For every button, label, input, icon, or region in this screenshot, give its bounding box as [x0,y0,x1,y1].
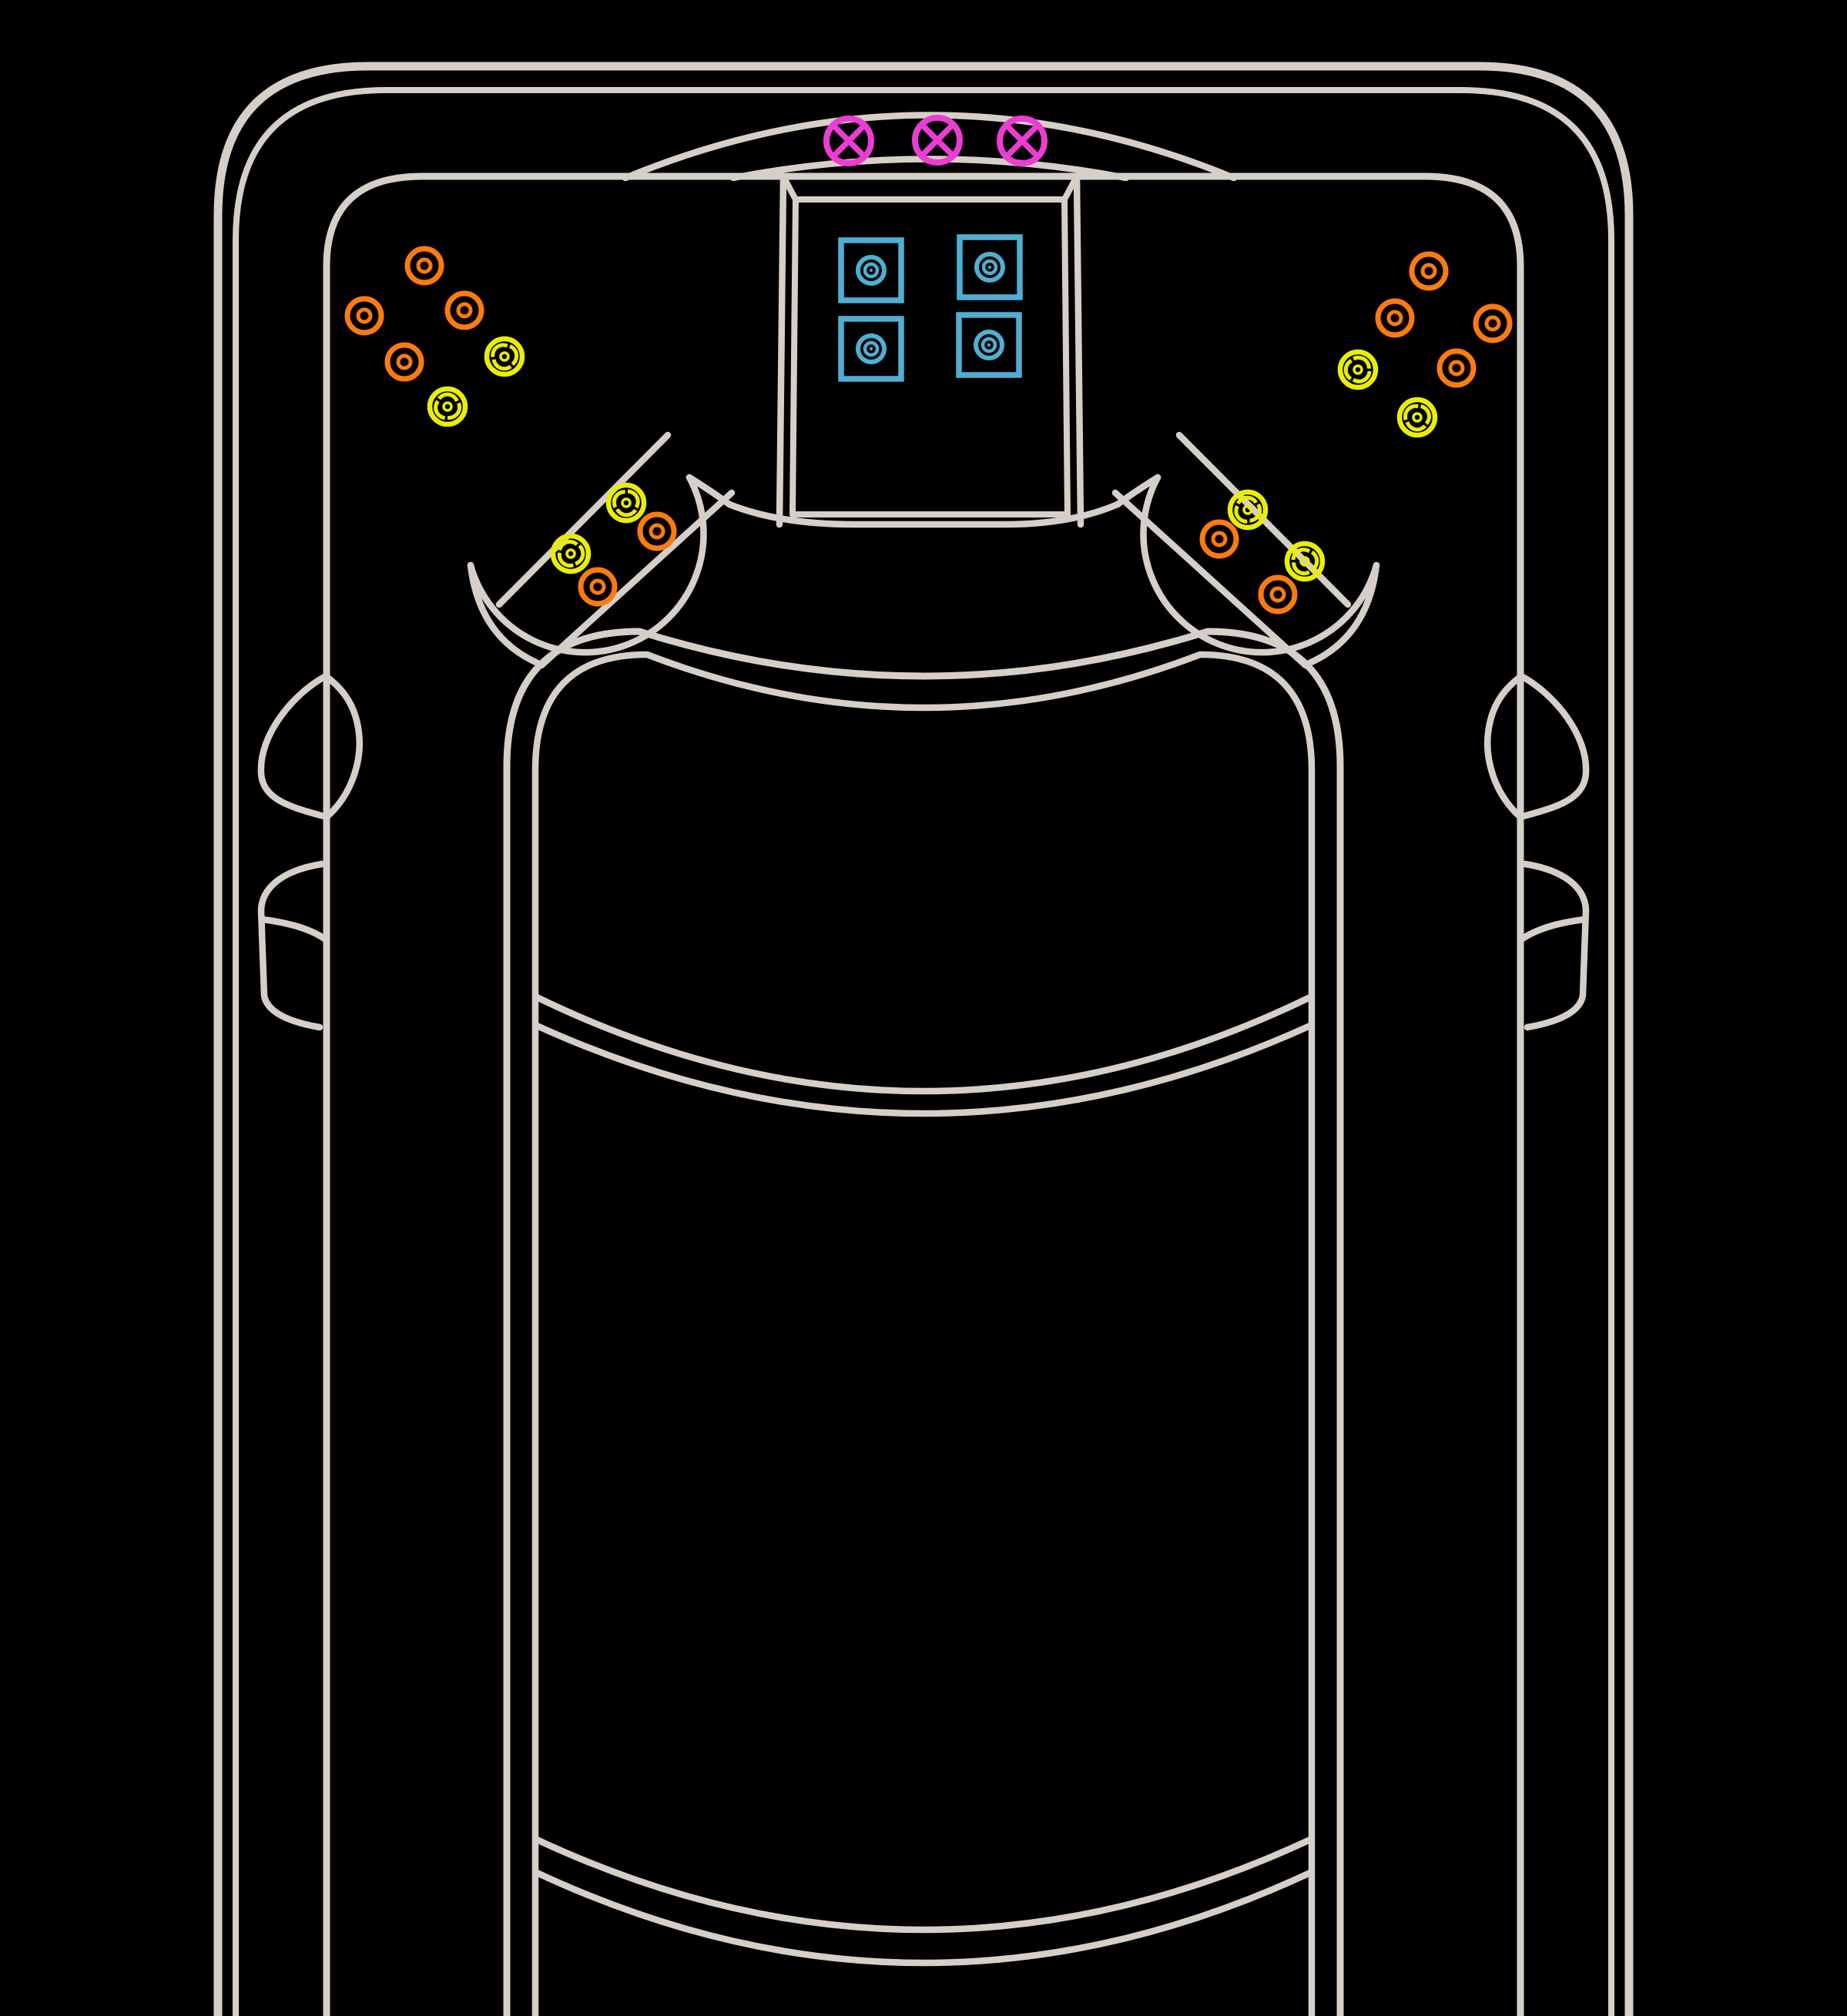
right-seat-tail-curve [1304,561,1380,668]
directional-jet-icon [404,246,444,286]
directional-jet-icon [1375,298,1415,338]
panel-outer-right-edge [1073,172,1084,528]
left-step-pocket [257,860,326,1031]
dome-ledge-outer-arc [622,112,1238,182]
led-light-icon [997,116,1048,166]
led-light-icon [823,116,874,166]
panel-bevel-right [1061,173,1080,203]
right-seat-backrest-lower-line [1111,489,1309,669]
rotational-jet-icon [605,482,647,524]
directional-jet-icon [444,290,484,330]
directional-jet-icon [1473,303,1513,343]
directional-jet-icon [1258,574,1298,615]
right-step-pocket [1521,860,1590,1031]
right-seat-link-curve [1114,474,1161,508]
directional-jet-icon [578,567,618,607]
rotational-jet-icon [484,336,525,377]
panel-outer-left-edge [776,172,787,528]
rotational-jet-icon [1337,349,1379,390]
rotational-jet-icon [427,386,468,427]
speaker-jet-icon [957,234,1023,300]
cabinet-inner-edge [233,87,1614,2016]
cabinet-outer-edge [213,62,1634,2016]
speaker-jet-icon [956,312,1022,378]
jets-layer [344,115,1513,615]
directional-jet-icon [1199,519,1239,559]
left-seat-link-curve [686,474,733,508]
directional-jet-icon [384,342,424,382]
speaker-jet-icon [838,316,904,382]
rotational-jet-icon [1227,489,1269,531]
left-seat-backrest-upper-line [495,431,672,608]
left-seat-tail-curve [467,561,543,668]
directional-jet-icon [637,511,677,551]
panel-bevel-left [780,173,799,203]
lounger-inner-edge [531,651,1316,2016]
led-light-icon [912,115,963,166]
right-seat-front-arc [1140,474,1380,656]
rotational-jet-icon [1284,541,1326,582]
directional-jet-icon [1436,348,1477,388]
lounger-divider2-lower-arc [533,1869,1314,1967]
speaker-jet-icon [838,237,904,303]
right-armrest-leaf [1484,672,1590,821]
panel-inner-frame [789,196,1071,517]
left-step-pocket-arc [259,916,330,943]
spa-outline-layer [213,62,1634,2016]
rotational-jet-icon [550,533,592,574]
right-step-pocket-arc [1517,916,1588,943]
left-seat-backrest-lower-line [538,489,736,669]
left-seat-front-arc [467,474,707,656]
directional-jet-icon [1409,251,1449,291]
panel-neck-line [726,501,1121,528]
shell-rim [323,172,1524,2016]
lounger-divider1-lower-arc [533,1022,1314,1117]
lounger-divider2-upper-arc [533,1836,1314,1934]
left-armrest-leaf [257,672,363,821]
rotational-jet-icon [1396,397,1438,438]
directional-jet-icon [344,296,384,336]
lounger-divider1-upper-arc [533,993,1314,1095]
lounger-outer-edge [503,628,1344,2016]
